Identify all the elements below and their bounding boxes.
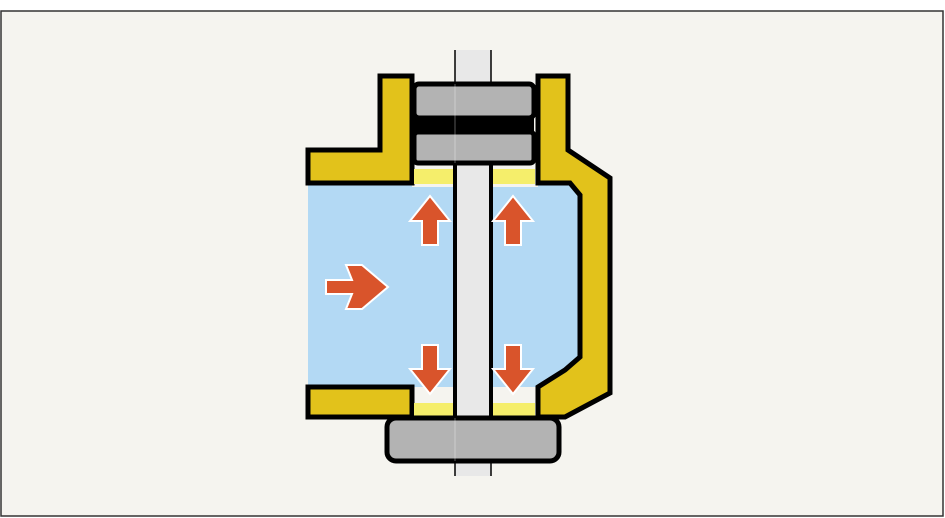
housing-right-wall	[535, 73, 613, 420]
lower-gland-ring	[411, 129, 537, 166]
lower-left-pressure-arrow	[407, 344, 453, 396]
upper-gland-ring	[411, 81, 537, 121]
stem-top-extension	[455, 50, 491, 85]
bottom-nut	[384, 415, 562, 464]
lower-left-seal	[414, 403, 454, 418]
housing-inlet-top-wall	[305, 73, 415, 186]
housing-inlet-bottom-wall	[305, 384, 415, 420]
stem-shaft	[455, 165, 491, 418]
pressure-arrows	[325, 194, 536, 396]
gland-separator	[414, 118, 534, 132]
lower-right-pressure-arrow	[490, 344, 536, 396]
upper-left-pressure-arrow	[407, 194, 453, 246]
upper-right-seal	[491, 169, 535, 184]
inlet-flow-arrow	[325, 264, 390, 310]
lower-right-seal	[491, 403, 535, 418]
upper-right-pressure-arrow	[490, 194, 536, 246]
upper-left-seal	[414, 169, 454, 184]
